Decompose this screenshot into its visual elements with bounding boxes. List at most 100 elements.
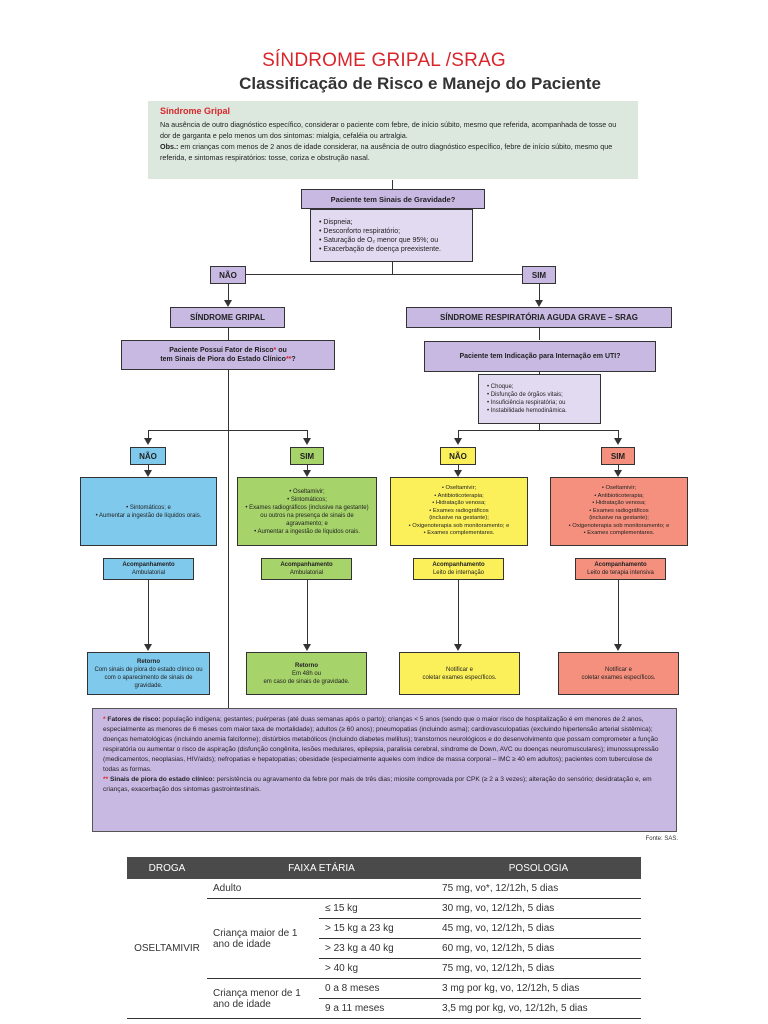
list-item: • Oxigenoterapia sob monitoramento; e — [408, 522, 510, 529]
star-marker: * — [273, 347, 277, 354]
acomp-title: Acompanhamento — [122, 562, 175, 568]
list-item: • Desconforto respiratório; — [319, 227, 401, 235]
list-item: • Oseltamivir; — [601, 484, 637, 491]
connector — [228, 284, 229, 300]
acomp-sub: Ambulatorial — [131, 570, 166, 576]
connector — [245, 274, 540, 275]
list-item: • Hidratação venosa; — [432, 500, 486, 507]
connector — [618, 580, 619, 644]
list-item: • Exames radiográficos — [429, 507, 489, 514]
retorno-text: Em 48h ou — [291, 670, 322, 677]
notificar-text: Notificar e — [604, 666, 632, 673]
source-note: Fonte: SAS. — [645, 836, 678, 842]
col4-notificar: Notificar e coletar exames específicos. — [558, 652, 679, 695]
arrow — [614, 470, 622, 477]
col1-retorno: Retorno Com sinais de piora do estado cl… — [87, 652, 210, 695]
notificar-text: coletar exames específicos. — [422, 674, 497, 681]
range-cell: 9 a 11 meses — [319, 998, 437, 1019]
age-cell: Criança menor de 1 ano de idade — [207, 978, 319, 1019]
acomp-title: Acompanhamento — [280, 562, 333, 568]
acomp-sub: Ambulatorial — [289, 570, 324, 576]
connector — [307, 465, 308, 471]
connector — [458, 580, 459, 644]
col1-treatment: • Sintomáticos; e • Aumentar a ingestão … — [80, 477, 217, 546]
header-droga: DROGA — [127, 857, 207, 879]
question-gravidade: Paciente tem Sinais de Gravidade? — [301, 189, 485, 209]
connector — [458, 430, 459, 438]
col2-label: SIM — [290, 447, 324, 465]
connector — [148, 430, 149, 438]
list-item: • Aumentar a ingestão de líquidos orais. — [95, 512, 202, 519]
list-item: • Aumentar a ingestão de líquidos orais. — [254, 528, 360, 535]
arrow — [303, 438, 311, 445]
list-item: • Instabilidade hemodinâmica. — [487, 408, 567, 414]
question-mark: ? — [291, 356, 296, 363]
acomp-title: Acompanhamento — [594, 562, 647, 568]
table-row: OSELTAMIVIR Adulto 75 mg, vo*, 12/12h, 5… — [127, 879, 641, 1019]
list-item: • Oseltamivir; — [441, 484, 477, 491]
intro-heading: Síndrome Gripal — [160, 106, 231, 116]
dosage-table: DROGA FAIXA ETÁRIA POSOLOGIA OSELTAMIVIR… — [127, 857, 641, 1019]
double-star-marker: ** — [285, 356, 292, 363]
table-row: > 23 kg a 40 kg 60 mg, vo, 12/12h, 5 dia… — [127, 938, 641, 959]
list-item: (inclusive na gestante); — [589, 515, 649, 522]
range-cell: 0 a 8 meses — [319, 978, 437, 999]
dose-cell: 3,5 mg por kg, vo, 12/12h, 5 dias — [436, 998, 641, 1019]
age-cell: Criança maior de 1 ano de idade — [207, 898, 319, 979]
connector — [539, 372, 540, 375]
list-item: • Disfunção de órgãos vitais; — [487, 392, 563, 398]
col2-acompanhamento: Acompanhamento Ambulatorial — [261, 558, 352, 580]
question-piora-text: tem Sinais de Piora do Estado Clínico — [160, 356, 286, 363]
double-star-marker: ** — [103, 776, 109, 783]
connector — [392, 180, 393, 189]
sindrome-gripal-box: SÍNDROME GRIPAL — [170, 307, 285, 328]
col4-treatment: • Oseltamivir; • Antibioticoterapia; • H… — [550, 477, 688, 546]
retorno-text: em caso de sinais de gravidade. — [263, 678, 350, 685]
question-risco-or: ou — [276, 347, 287, 354]
col2-treatment: • Oseltamivir; • Sintomáticos; • Exames … — [237, 477, 377, 546]
star-marker: * — [103, 716, 106, 723]
list-item: • Saturação de O₂ menor que 95%; ou — [319, 236, 439, 244]
list-item: • Sintomáticos; e — [126, 504, 171, 511]
age-cell: Adulto — [207, 879, 437, 899]
col2-retorno: Retorno Em 48h ou em caso de sinais de g… — [246, 652, 367, 695]
retorno-title: Retorno — [295, 662, 318, 669]
list-item: • Insuficiência respiratória; ou — [487, 400, 566, 406]
table-row: > 40 kg 75 mg, vo, 12/12h, 5 dias — [127, 958, 641, 979]
list-item: • Dispneia; — [319, 218, 353, 226]
col1-label: NÃO — [130, 447, 166, 465]
col4-acompanhamento: Acompanhamento Leito de terapia intensiv… — [575, 558, 666, 580]
piora-signs: ** Sinais de piora do estado clínico: pe… — [103, 775, 666, 795]
question-risco: Paciente Possui Fator de Risco* ou tem S… — [121, 340, 335, 370]
connector — [307, 430, 308, 438]
list-item: • Exames complementares. — [583, 530, 655, 537]
label-nao: NÃO — [210, 266, 246, 284]
connector — [458, 465, 459, 471]
list-item: • Antibioticoterapia; — [434, 492, 484, 499]
risk-label: Fatores de risco: — [107, 716, 161, 723]
col3-acompanhamento: Acompanhamento Leito de internação — [413, 558, 504, 580]
connector — [307, 580, 308, 644]
connector — [539, 424, 540, 430]
range-cell: > 15 kg a 23 kg — [319, 918, 437, 939]
connector — [148, 430, 308, 431]
question-risco-text: Paciente Possui Fator de Risco — [169, 347, 274, 354]
connector — [539, 328, 540, 340]
risk-text: população indígena; gestantes; puérperas… — [103, 716, 659, 773]
arrow — [614, 644, 622, 651]
obs-text: em crianças com menos de 2 anos de idade… — [160, 142, 613, 162]
col4-label: SIM — [601, 447, 635, 465]
arrow — [454, 438, 462, 445]
table-row: > 15 kg a 23 kg 45 mg, vo, 12/12h, 5 dia… — [127, 918, 641, 939]
intro-text: Na ausência de outro diagnóstico específ… — [160, 120, 617, 140]
notificar-text: Notificar e — [445, 666, 473, 673]
retorno-text: Com sinais de piora do estado clínico ou… — [94, 666, 203, 689]
col3-notificar: Notificar e coletar exames específicos. — [399, 652, 520, 695]
col1-acompanhamento: Acompanhamento Ambulatorial — [103, 558, 194, 580]
piora-label: Sinais de piora do estado clínico: — [109, 776, 215, 783]
connector — [458, 430, 619, 431]
retorno-title: Retorno — [137, 658, 160, 665]
arrow — [303, 470, 311, 477]
label-sim: SIM — [522, 266, 556, 284]
table-row: 9 a 11 meses 3,5 mg por kg, vo, 12/12h, … — [127, 998, 641, 1019]
